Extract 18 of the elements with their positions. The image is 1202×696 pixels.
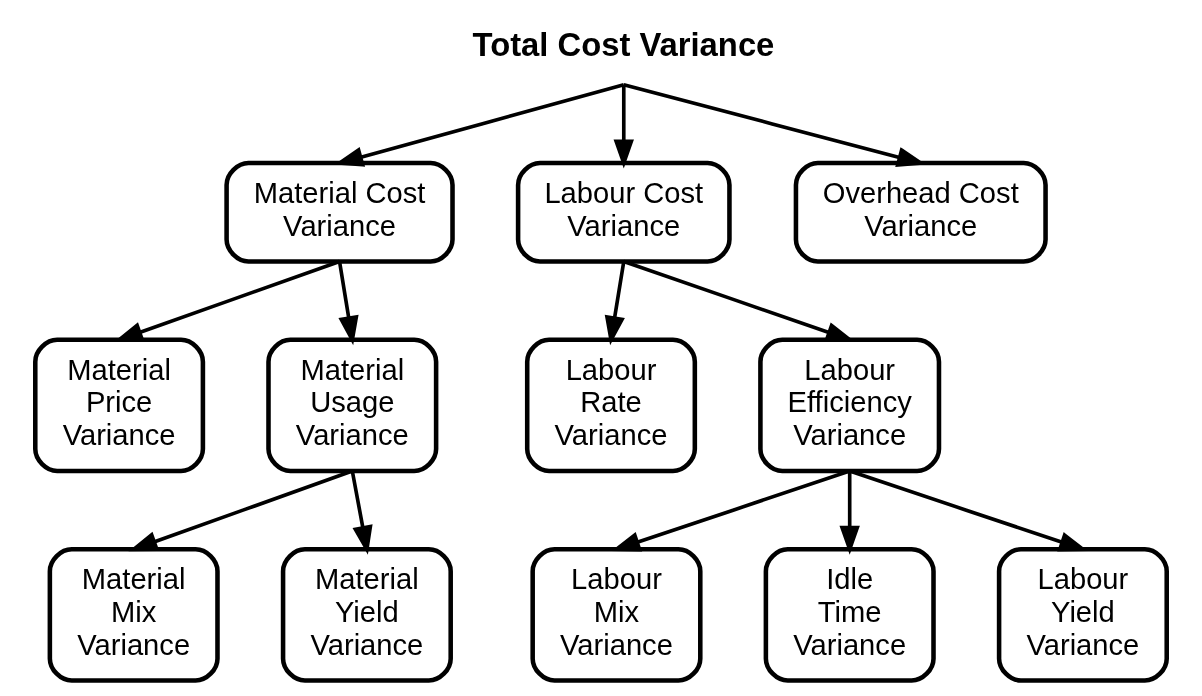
node-box: Material Cost Variance <box>224 160 455 264</box>
node-box: Labour Efficiency Variance <box>758 337 942 474</box>
node-box: Material Yield Variance <box>280 547 453 683</box>
node-box: Idle Time Variance <box>763 547 936 683</box>
node-box: Material Price Variance <box>33 337 206 474</box>
arrow <box>839 471 860 555</box>
node-box: Labour Cost Variance <box>515 160 732 264</box>
node-box: Labour Mix Variance <box>530 547 703 683</box>
node-box: Labour Yield Variance <box>996 547 1169 683</box>
node-box: Labour Rate Variance <box>524 337 698 474</box>
node-text: Total Cost Variance <box>472 26 775 64</box>
arrow <box>337 261 359 346</box>
arrow <box>613 84 634 169</box>
node-box: Overhead Cost Variance <box>793 160 1048 264</box>
arrow <box>604 261 626 346</box>
arrow <box>350 470 373 555</box>
node-box: Material Mix Variance <box>47 547 220 683</box>
node-box: Material Usage Variance <box>266 337 439 474</box>
